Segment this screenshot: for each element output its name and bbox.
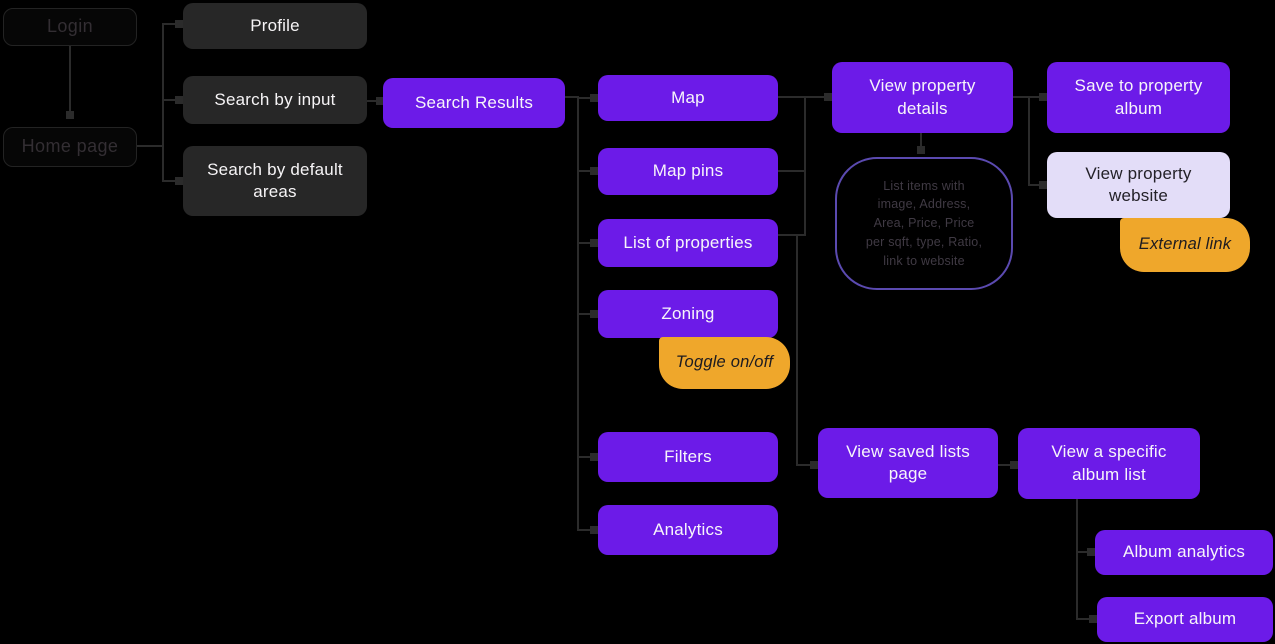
connector-arrowhead	[175, 96, 183, 104]
connector-arrowhead	[590, 94, 598, 102]
connector-branch-analytics	[577, 529, 592, 531]
node-zoning[interactable]: Zoning	[598, 290, 778, 338]
connector-arrowhead	[590, 453, 598, 461]
connector-saved-lists-in	[796, 464, 812, 466]
node-view-property-details[interactable]: View property details	[832, 62, 1013, 133]
badge-external-link[interactable]: External link	[1120, 218, 1250, 272]
connector-login-home	[69, 46, 71, 112]
connector-arrowhead	[1039, 93, 1047, 101]
node-search-by-input[interactable]: Search by input	[183, 76, 367, 124]
connector-saved-specific	[998, 464, 1012, 466]
connector-hub-search-by-default	[162, 180, 178, 182]
connector-home-hub	[137, 145, 163, 147]
connector-branch-map-pins	[577, 170, 592, 172]
connector-arrowhead	[1039, 181, 1047, 189]
connector-map-property-details	[778, 96, 826, 98]
connector-list-join	[778, 234, 805, 236]
connector-export-album-in	[1076, 618, 1091, 620]
node-list-of-properties[interactable]: List of properties	[598, 219, 778, 267]
connector-arrowhead	[1087, 548, 1095, 556]
connector-branch-filters	[577, 456, 592, 458]
connector-branch-map	[577, 97, 592, 99]
node-view-saved-lists-page[interactable]: View saved lists page	[818, 428, 998, 498]
connector-arrowhead	[824, 93, 832, 101]
node-export-album[interactable]: Export album	[1097, 597, 1273, 642]
connector-details-vertical	[1028, 96, 1030, 186]
node-search-results[interactable]: Search Results	[383, 78, 565, 128]
connector-arrowhead	[66, 111, 74, 119]
connector-arrowhead	[810, 461, 818, 469]
connector-details-note	[920, 133, 922, 150]
connector-album-analytics-in	[1076, 551, 1089, 553]
node-filters[interactable]: Filters	[598, 432, 778, 482]
connector-input-search-results	[367, 100, 379, 102]
node-login[interactable]: Login	[3, 8, 137, 46]
node-home-page[interactable]: Home page	[3, 127, 137, 167]
connector-hub-left-vertical	[162, 23, 164, 182]
connector-branch-zoning	[577, 313, 592, 315]
connector-hub-search-by-input	[162, 99, 178, 101]
connector-arrowhead	[376, 97, 384, 105]
badge-toggle-on-off[interactable]: Toggle on/off	[659, 337, 790, 389]
connector-arrowhead	[1089, 615, 1097, 623]
connector-arrowhead	[590, 526, 598, 534]
note-list-items[interactable]: List items with image, Address, Area, Pr…	[835, 157, 1013, 290]
connector-arrowhead	[590, 239, 598, 247]
node-map-pins[interactable]: Map pins	[598, 148, 778, 195]
connector-hub-profile	[162, 23, 178, 25]
node-view-specific-album-list[interactable]: View a specific album list	[1018, 428, 1200, 499]
connector-arrowhead	[175, 20, 183, 28]
connector-arrowhead	[1010, 461, 1018, 469]
node-album-analytics[interactable]: Album analytics	[1095, 530, 1273, 575]
connector-results-hub	[565, 96, 578, 98]
connector-map-pins-join	[778, 170, 805, 172]
connector-album-vertical	[1076, 498, 1078, 620]
node-analytics[interactable]: Analytics	[598, 505, 778, 555]
connector-list-saved-vertical	[796, 234, 798, 466]
connector-details-save	[1013, 96, 1041, 98]
connector-right-vertical	[804, 96, 806, 236]
connector-arrowhead	[590, 310, 598, 318]
node-save-to-property-album[interactable]: Save to property album	[1047, 62, 1230, 133]
connector-arrowhead	[590, 167, 598, 175]
node-map[interactable]: Map	[598, 75, 778, 121]
node-profile[interactable]: Profile	[183, 3, 367, 49]
connector-branch-list	[577, 242, 592, 244]
connector-arrowhead	[917, 146, 925, 154]
node-search-by-default-areas[interactable]: Search by default areas	[183, 146, 367, 216]
connector-details-website	[1028, 184, 1041, 186]
node-view-property-website[interactable]: View property website	[1047, 152, 1230, 218]
connector-arrowhead	[175, 177, 183, 185]
